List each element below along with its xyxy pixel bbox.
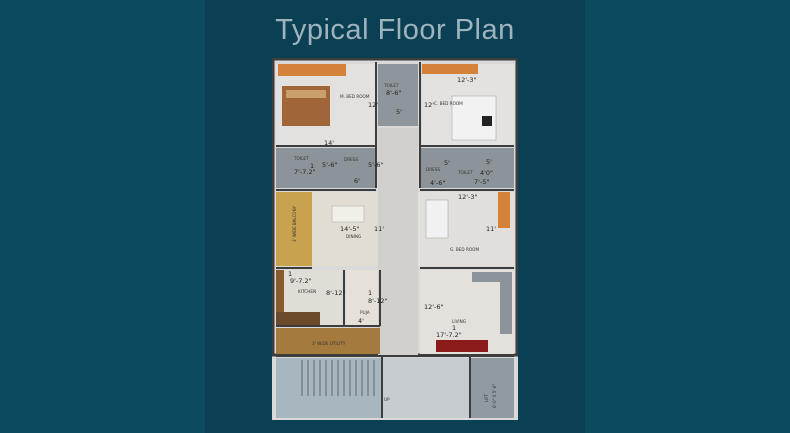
lift-dim: 6'-0" X 5'-6" (492, 383, 497, 408)
toilet-right-label: TOILET (458, 170, 473, 175)
sofa-side (500, 278, 512, 334)
dress-right-label: DRESS (426, 167, 441, 172)
toilet-top-label: TOILET (384, 83, 399, 88)
puja-dim-b: 8'-12" (368, 297, 388, 305)
stair-floor (276, 358, 382, 418)
toilet-right-dim-b: 7'-5" (474, 178, 490, 186)
dining-width: 14'-5" (340, 225, 360, 233)
c-bedroom-height: 12' (424, 101, 435, 109)
toilet-right-floor (454, 148, 514, 188)
floor-plan-drawing (272, 58, 518, 420)
kitchen-dim-b: 9'-7.2" (290, 277, 312, 285)
toilet-left-dim-c: 5'-6" (322, 161, 338, 169)
right-panel (585, 0, 790, 433)
kitchen-label: KITCHEN (298, 289, 317, 294)
g-bedroom-label: G. BED ROOM (450, 247, 480, 252)
wardrobe-c (422, 64, 478, 74)
toilet-top-dim2: 5' (396, 108, 402, 116)
lobby-floor (382, 358, 470, 418)
utility-label: 3' WIDE UTILITY (312, 341, 346, 346)
g-bed (425, 199, 449, 239)
puja-dim-a: 1 (368, 289, 373, 297)
utility-floor (276, 328, 380, 354)
master-bedroom-height: 12' (368, 101, 379, 109)
master-bedroom-width: 14' (324, 139, 335, 147)
kitchen-slab (276, 312, 320, 326)
balcony-floor (276, 192, 312, 266)
c-bed-cushion (482, 116, 492, 126)
living-dim-b: 17'-7.2" (436, 331, 462, 339)
lift-floor (470, 358, 514, 418)
toilet-top-floor (378, 64, 418, 126)
inner-walls (276, 62, 514, 418)
toilet-right-dim-a: 4'0" (480, 169, 494, 177)
dress-left-dim-a: 6' (354, 177, 360, 185)
g-bedroom-width: 12'-3" (458, 193, 478, 201)
page-title: Typical Floor Plan (275, 14, 515, 46)
sofa-top (472, 272, 512, 282)
c-bedroom-width: 12'-3" (457, 76, 477, 84)
dining-height: 11' (374, 225, 385, 233)
kitchen-dim-a: 1 (288, 270, 293, 278)
toilet-left-floor (276, 148, 336, 188)
toilet-left-dim-a: 1 (310, 162, 315, 170)
puja-dim-c: 4' (358, 317, 364, 325)
c-bedroom-label: C. BED ROOM (434, 101, 463, 106)
dining-table (331, 205, 365, 223)
living-dim-a: 1 (452, 324, 457, 332)
dress-left-label: DRESS (344, 157, 359, 162)
wardrobe-master (278, 64, 346, 76)
dress-left-dim-b: 5'-6" (368, 161, 384, 169)
dining-label: DINING (346, 234, 362, 239)
toilet-top-dim: 8'-6" (386, 89, 402, 97)
dress-left-floor (336, 148, 376, 188)
left-panel (0, 0, 205, 433)
kitchen-counter (276, 270, 284, 326)
g-bedroom-height: 11' (486, 225, 497, 233)
stair-label: UP (384, 397, 390, 402)
stair-steps (301, 360, 375, 396)
dress-right-dim-b: 5' (444, 159, 450, 167)
kitchen-dim-c: 8'-12" (326, 289, 346, 297)
dress-right-floor (420, 148, 454, 188)
master-bedroom-label: M. BED ROOM (340, 94, 370, 99)
living-label: LIVING (452, 319, 467, 324)
lift-label: LIFT (484, 393, 489, 402)
toilet-left-label: TOILET (294, 156, 309, 161)
living-dim-c: 12'-6" (424, 303, 444, 311)
toilet-right-dim-c: 5' (486, 158, 492, 166)
tv-unit (436, 340, 488, 352)
master-bed-pillows (286, 90, 326, 98)
dining-floor (312, 192, 378, 266)
puja-label: PUJA (360, 310, 370, 315)
wardrobe-g (498, 192, 510, 228)
toilet-left-dim-b: 7'-7.2" (294, 168, 316, 176)
puja-floor (346, 270, 378, 326)
dress-right-dim-a: 4'-6" (430, 179, 446, 187)
floor-plan: M. BED ROOM 14' 12' TOILET 8'-6" 5' 12'-… (272, 58, 518, 420)
balcony-label: 3' WIDE BALCONY (292, 205, 297, 242)
